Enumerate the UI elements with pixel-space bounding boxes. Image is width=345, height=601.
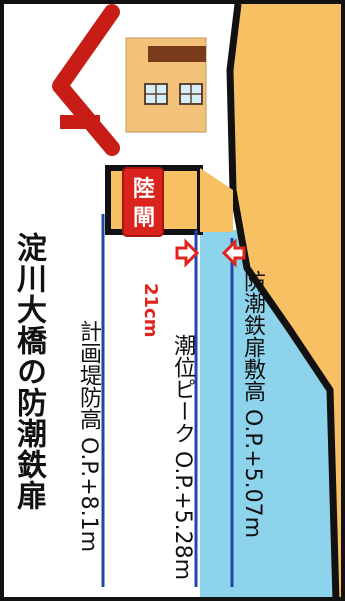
arrow-icon xyxy=(175,238,246,268)
gate-label-char-2: 閘 xyxy=(132,206,155,231)
house-icon xyxy=(52,4,207,156)
gate-sill-label: 防潮鉄扉敷高 O.P.+5.07m xyxy=(240,270,265,539)
land-gate xyxy=(122,167,164,237)
embankment xyxy=(230,4,345,601)
tide-peak-label: 潮位ピーク O.P.+5.28m xyxy=(170,334,195,581)
diagram-title: 淀川大橋の防潮鉄扉 xyxy=(11,232,46,511)
gate-label-char-1: 陸 xyxy=(132,177,155,202)
gate-wall-fill xyxy=(200,168,233,232)
plan-height-label: 計画堤防高 O.P.+8.1m xyxy=(76,320,101,553)
difference-label: 21cm xyxy=(140,283,161,338)
embankment-outline xyxy=(226,3,340,601)
